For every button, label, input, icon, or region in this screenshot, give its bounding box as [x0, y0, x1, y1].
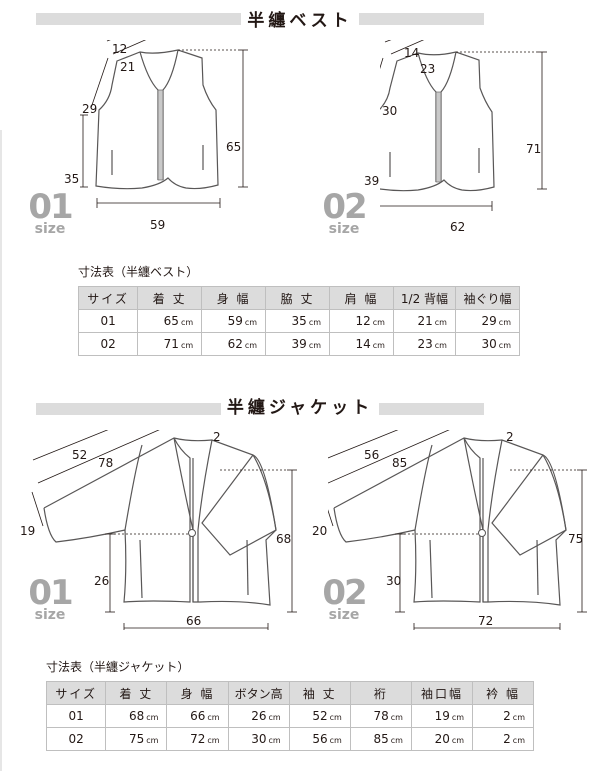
jacket-01-dim-sleeve: 52 — [72, 448, 88, 462]
vest-header-side: 脇 丈 — [265, 286, 331, 310]
size-cell: 01 — [45, 704, 107, 728]
jacket-02-dim-yuki: 85 — [392, 456, 408, 470]
vest-header-size: サイズ — [77, 286, 139, 310]
jacket-02-dim-cuff: 20 — [312, 524, 328, 538]
jacket-02-size-badge: 02 size — [322, 573, 367, 623]
vest-01-dim-length: 65 — [226, 140, 242, 154]
size-cell: 02 — [77, 332, 139, 356]
vest-02-illustration — [380, 40, 560, 240]
vest-01-size-badge: 01 size — [28, 187, 73, 237]
jacket-section-title: 半纏ジャケット — [0, 393, 600, 418]
vest-01-dim-armhole: 29 — [82, 102, 98, 116]
vest-header-shoulder: 肩 幅 — [329, 286, 394, 310]
jacket-header-width: 身 幅 — [166, 681, 229, 705]
jacket-02-dim-collar: 2 — [506, 430, 514, 444]
jacket-header-yuki: 裄 — [349, 681, 412, 705]
vest-02-dim-half-back: 23 — [420, 62, 436, 76]
page-edge-stripe — [0, 130, 2, 771]
vest-01-dim-width: 59 — [150, 218, 166, 232]
vest-01-dim-side: 35 — [64, 172, 80, 186]
jacket-02-dim-sleeve: 56 — [364, 448, 380, 462]
vest-02-dim-armhole: 30 — [382, 104, 398, 118]
jacket-header-button-height: ボタン高 — [227, 681, 290, 705]
vest-header-half-back: 1/2 背幅 — [392, 286, 456, 310]
jacket-header-sleeve: 袖 丈 — [288, 681, 351, 705]
vest-header-length: 着 丈 — [137, 286, 203, 310]
vest-01-dim-half-back: 21 — [120, 60, 136, 74]
vest-01-dim-shoulder: 12 — [112, 42, 128, 56]
vest-02-dim-length: 71 — [526, 142, 542, 156]
jacket-header-length: 着 丈 — [105, 681, 168, 705]
jacket-02-dim-length: 75 — [568, 532, 584, 546]
jacket-01-size-badge: 01 size — [28, 573, 73, 623]
vest-table-header-row: サイズ 着 丈 身 幅 脇 丈 肩 幅 1/2 背幅 袖ぐり幅 — [77, 286, 521, 310]
jacket-02-dim-width: 72 — [478, 614, 494, 628]
vest-header-armhole: 袖ぐり幅 — [454, 286, 521, 310]
jacket-table-header-row: サイズ 着 丈 身 幅 ボタン高 袖 丈 裄 袖口幅 衿 幅 — [45, 681, 534, 705]
vest-header-width: 身 幅 — [201, 286, 267, 310]
jacket-01-dim-collar: 2 — [213, 430, 221, 444]
jacket-01-dim-length: 68 — [276, 532, 292, 546]
jacket-01-illustration — [30, 430, 300, 630]
jacket-header-collar: 衿 幅 — [472, 681, 534, 705]
vest-01-illustration — [80, 40, 260, 240]
size-cell: 02 — [45, 727, 107, 751]
jacket-01-dim-cuff: 19 — [20, 524, 36, 538]
jacket-header-cuff: 袖口幅 — [410, 681, 474, 705]
jacket-header-size: サイズ — [45, 681, 107, 705]
size-cell: 01 — [77, 309, 139, 333]
vest-section-title: 半纏ベスト — [0, 6, 600, 31]
jacket-01-dim-width: 66 — [186, 614, 202, 628]
jacket-02-illustration — [328, 430, 598, 630]
vest-02-dim-width: 62 — [450, 220, 466, 234]
vest-02-size-badge: 02 size — [322, 187, 367, 237]
vest-table-caption: 寸法表（半纏ベスト） — [78, 265, 199, 279]
jacket-01-dim-yuki: 78 — [98, 456, 114, 470]
jacket-01-dim-button: 26 — [94, 574, 110, 588]
vest-02-dim-side: 39 — [364, 174, 380, 188]
vest-02-dim-shoulder: 14 — [404, 46, 420, 60]
jacket-02-dim-button: 30 — [386, 574, 402, 588]
jacket-table-caption: 寸法表（半纏ジャケット） — [46, 660, 190, 674]
